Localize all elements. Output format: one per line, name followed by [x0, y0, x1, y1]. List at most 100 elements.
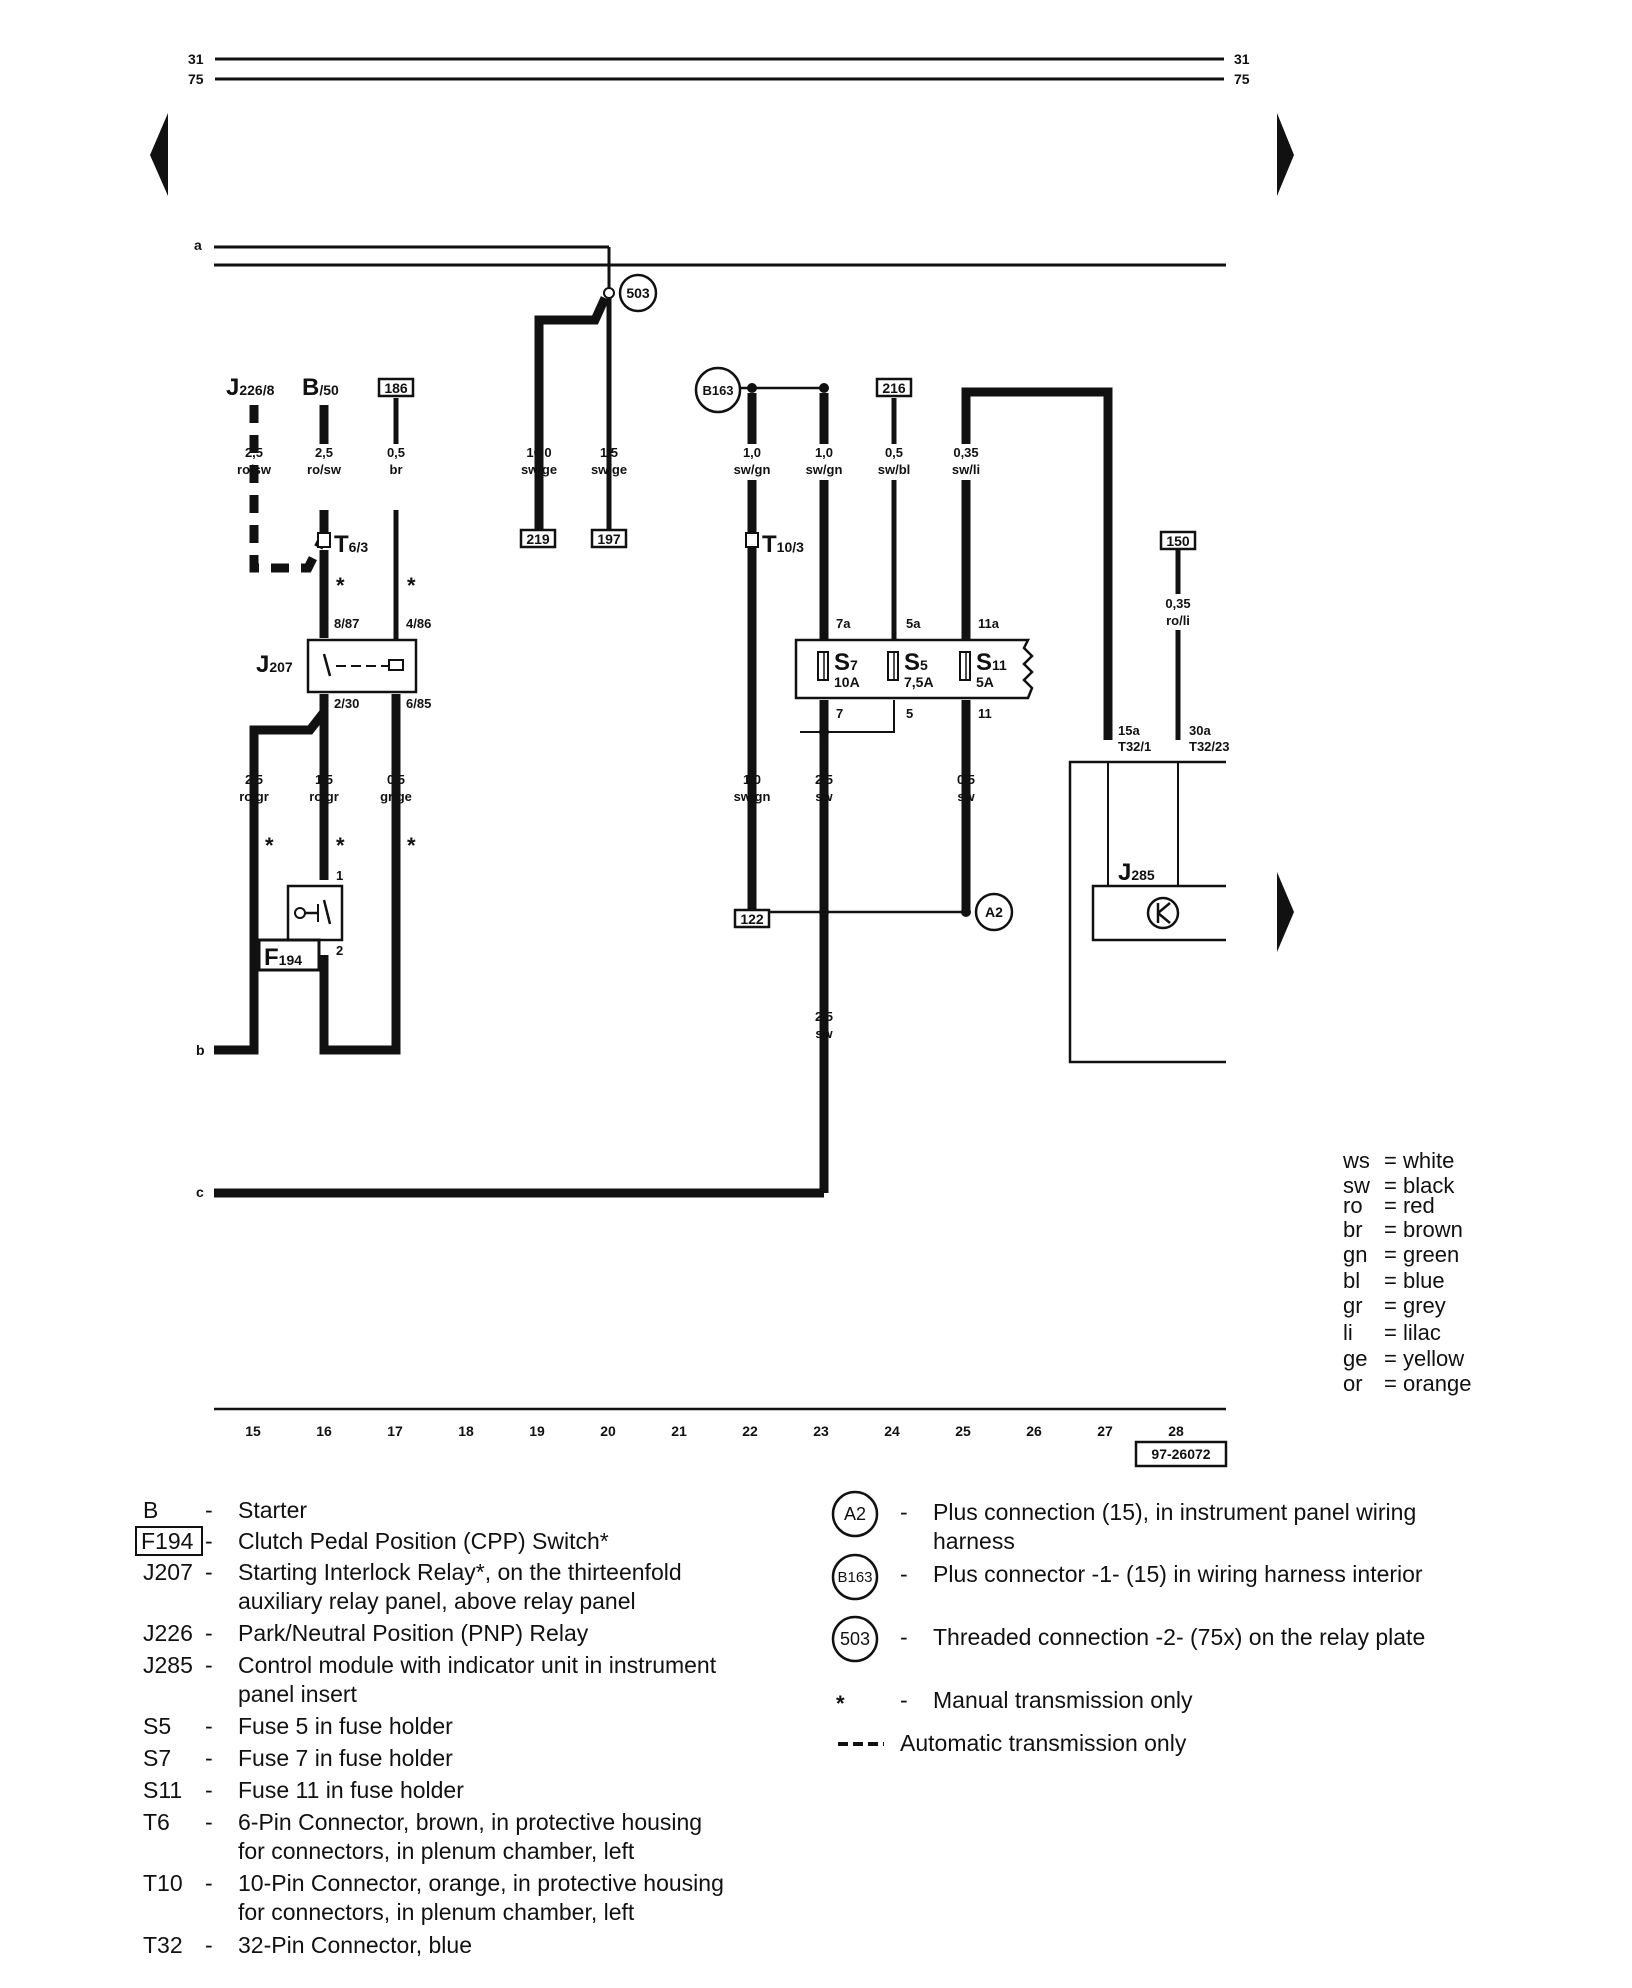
fuse-s5-label: S5 — [904, 649, 928, 676]
color-code: sw — [1343, 1173, 1370, 1198]
a2-symbol — [974, 892, 1014, 932]
legend-dash: - — [205, 1713, 213, 1739]
box-216 — [875, 377, 913, 398]
pin-7-label: 7 — [836, 706, 843, 721]
track-number: 27 — [1097, 1423, 1113, 1439]
wire-label: sw — [957, 789, 975, 804]
wire-label: 2,5 — [245, 772, 263, 787]
j285-label: J285 — [1118, 859, 1155, 886]
line-c-label: c — [196, 1184, 204, 1200]
color-code: ws — [1342, 1148, 1370, 1173]
color-key: ws = white sw = black ro = red br = brow… — [1342, 1148, 1471, 1396]
wire-label: 0,5 — [387, 772, 405, 787]
color-code: li — [1343, 1320, 1353, 1345]
manual-only-star: * — [407, 833, 416, 858]
legend-right: A2 - Plus connection (15), in instrument… — [831, 1490, 1425, 1756]
conn-503-symbol — [618, 273, 658, 313]
legend-left: B - Starter F194 - Clutch Pedal Position… — [135, 1497, 724, 1958]
pin-6-85-label: 6/85 — [406, 696, 431, 711]
legend-text: Fuse 7 in fuse holder — [238, 1745, 453, 1771]
wire-label: sw/gn — [806, 462, 843, 477]
color-code: br — [1343, 1217, 1363, 1242]
warning-lamp-icon — [1146, 896, 1180, 930]
box-197-label: 197 — [597, 531, 621, 547]
wire-label: ro/sw — [307, 462, 342, 477]
legend-dash: - — [900, 1687, 908, 1713]
wire-label: 0,5 — [387, 445, 405, 460]
track-numbers: 15 16 17 18 19 20 21 22 23 24 25 26 27 2… — [245, 1423, 1184, 1439]
track-number: 21 — [671, 1423, 687, 1439]
wire-label: 0,35 — [1165, 596, 1190, 611]
b163-legend-symbol — [831, 1553, 879, 1601]
legend-code: T10 — [143, 1870, 183, 1896]
f194-label: F194 — [264, 944, 302, 971]
box-219-label: 219 — [526, 531, 550, 547]
legend-text: 32-Pin Connector, blue — [238, 1932, 472, 1958]
wire-label: sw/gn — [734, 462, 771, 477]
legend-code: S7 — [143, 1745, 171, 1771]
track-number: 22 — [742, 1423, 758, 1439]
legend-code: T32 — [143, 1932, 183, 1958]
pin-5-label: 5 — [906, 706, 913, 721]
track-number: 26 — [1026, 1423, 1042, 1439]
color-code: ro — [1343, 1193, 1363, 1218]
next-page-arrow-icon[interactable] — [1277, 113, 1294, 196]
box-150-label: 150 — [1166, 533, 1190, 549]
legend-dash: - — [205, 1809, 213, 1835]
color-name: = yellow — [1384, 1346, 1464, 1371]
box-150 — [1159, 530, 1197, 551]
color-name: = red — [1384, 1193, 1435, 1218]
bus-31-label-right: 31 — [1234, 51, 1250, 67]
legend-text: Plus connector -1- (15) in wiring harnes… — [933, 1561, 1423, 1587]
legend-text: 10-Pin Connector, orange, in protective … — [238, 1870, 724, 1896]
manual-only-star: * — [336, 833, 345, 858]
track-number: 15 — [245, 1423, 261, 1439]
pin-15a-label: 15a — [1118, 723, 1140, 738]
wire-label: ro/sw — [237, 462, 272, 477]
wire-label: 2,5 — [815, 1009, 833, 1024]
wire-label: 2,5 — [815, 772, 833, 787]
j285-module — [1068, 760, 1226, 1064]
color-code: bl — [1343, 1268, 1360, 1293]
track-number: 19 — [529, 1423, 545, 1439]
a2-legend-symbol — [831, 1490, 879, 1538]
wire-label: 1,0 — [743, 445, 761, 460]
pin-7a-label: 7a — [836, 616, 851, 631]
legend-text: Park/Neutral Position (PNP) Relay — [238, 1620, 589, 1646]
box-216-label: 216 — [882, 380, 906, 396]
track-number: 17 — [387, 1423, 403, 1439]
legend-dash: - — [900, 1499, 908, 1525]
color-code: gn — [1343, 1242, 1367, 1267]
color-name: = white — [1384, 1148, 1454, 1173]
fuse-s11-rating: 5A — [976, 674, 994, 690]
legend-dash: - — [205, 1528, 213, 1554]
wire-label: 1,5 — [315, 772, 333, 787]
legend-code: S11 — [143, 1777, 182, 1803]
bus-75-label-left: 75 — [188, 71, 204, 87]
prev-page-arrow-icon[interactable] — [150, 113, 168, 196]
fuse-s5-rating: 7,5A — [904, 674, 934, 690]
pin-t32-1-label: T32/1 — [1118, 739, 1151, 754]
j226-label: J226/8 — [226, 374, 275, 401]
track-number: 25 — [955, 1423, 971, 1439]
box-197 — [590, 528, 628, 549]
bus-31-label-left: 31 — [188, 51, 204, 67]
pin-t32-23-label: T32/23 — [1189, 739, 1229, 754]
wire-label: 2,5 — [315, 445, 333, 460]
legend-code: B — [143, 1497, 158, 1523]
manual-only-star: * — [336, 573, 345, 598]
legend-text: 6-Pin Connector, brown, in protective ho… — [238, 1809, 702, 1835]
legend-dash: - — [205, 1745, 213, 1771]
continue-arrow-icon[interactable] — [1277, 872, 1294, 952]
legend-dash: - — [205, 1559, 213, 1585]
legend-text: Starting Interlock Relay*, on the thirte… — [238, 1559, 682, 1585]
legend-symbol: 503 — [840, 1629, 870, 1649]
f194-legend-box — [135, 1526, 203, 1556]
pin-4-86-label: 4/86 — [406, 616, 431, 631]
wire-label: 0,35 — [953, 445, 978, 460]
wire-label: 1,0 — [815, 445, 833, 460]
box-122 — [733, 908, 771, 929]
manual-only-star: * — [407, 573, 416, 598]
color-name: = grey — [1384, 1293, 1446, 1318]
